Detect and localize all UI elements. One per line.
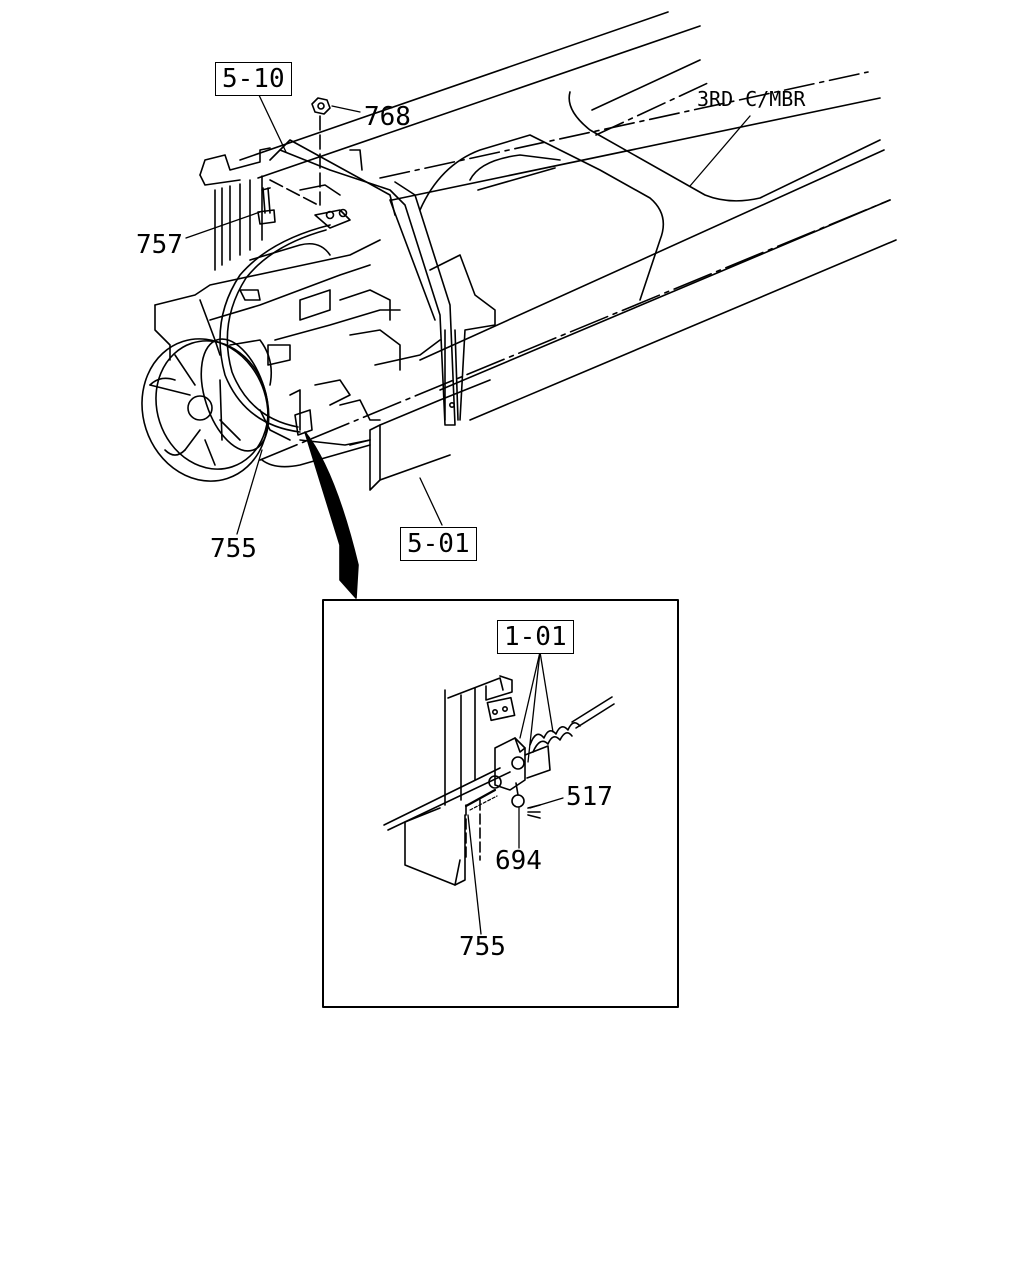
- part-694-label: 694: [495, 846, 542, 876]
- support-bracket: [279, 149, 496, 426]
- ref-5-01-label: 5-01: [400, 527, 477, 561]
- detail-view: [383, 675, 615, 886]
- nut-768: [311, 97, 331, 115]
- ref-1-01-label: 1-01: [497, 620, 574, 654]
- part-757-label: 757: [136, 230, 183, 260]
- detail-leader-lines: [467, 651, 564, 935]
- detail-view-box: [322, 599, 679, 1008]
- bolt-757: [257, 187, 276, 225]
- part-755-label: 755: [210, 534, 257, 564]
- part-517-label: 517: [566, 782, 613, 812]
- radiator-shroud: [199, 139, 396, 271]
- part-755-detail-label: 755: [459, 932, 506, 962]
- engine-block: [154, 239, 441, 446]
- radiator-fan-icon: [141, 338, 270, 482]
- leader-lines: [185, 92, 751, 535]
- throttle-cable: [219, 224, 331, 436]
- third-crossmember-label: 3RD C/MBR: [697, 87, 806, 111]
- ref-5-10-label: 5-10: [215, 62, 292, 96]
- part-768-label: 768: [364, 102, 411, 132]
- assembly-lines: [269, 115, 321, 206]
- detail-pointer-arrow-icon: [304, 431, 359, 599]
- chassis-frame: [239, 11, 897, 491]
